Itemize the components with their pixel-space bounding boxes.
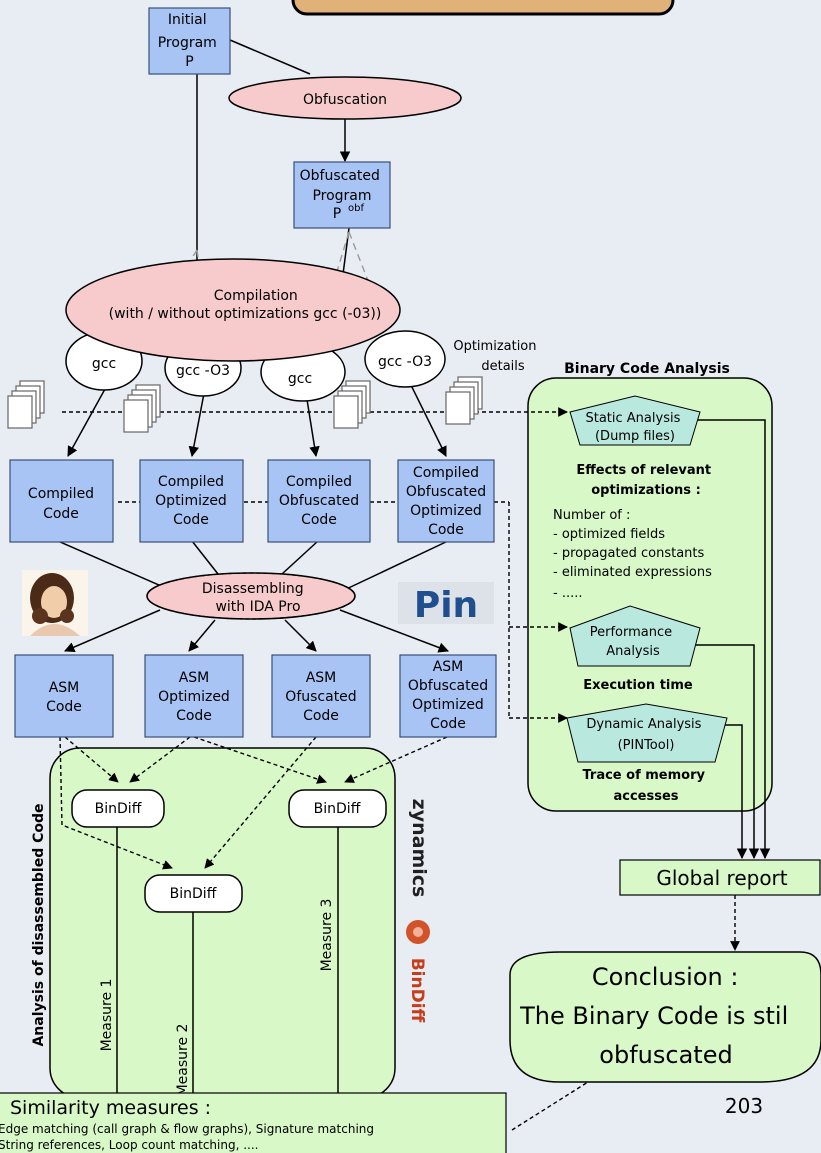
left-panel-title: Analysis of disassembled Code [31, 803, 47, 1046]
compiler-labels: gcc gcc -O3 gcc gcc -O3 [92, 354, 432, 387]
similarity-measures-box [0, 1092, 507, 1153]
measure-label: Measure 3 [319, 899, 335, 972]
disassembling-dashed-outline [146, 572, 356, 620]
dump-file-icon [7, 380, 45, 429]
pin-logo: Pin [398, 582, 494, 626]
global-report-box [619, 859, 821, 896]
dynamic-analysis-label: Dynamic Analysis (PINTool) [586, 717, 705, 753]
obfuscation-label: Obfuscation [303, 92, 387, 108]
zynamics-bindiff-logo: zynamics BinDiff [406, 799, 430, 1023]
performance-analysis-pentagon [569, 605, 701, 667]
static-analysis-pentagon [569, 395, 701, 446]
trace-label: Trace of memory accesses [582, 768, 709, 804]
disassembling-label: Disassembling with IDA Pro [202, 581, 308, 615]
bindiff-nodes [71, 789, 387, 913]
performance-analysis-label: Performance Analysis [590, 625, 677, 659]
similarity-title: Similarity measures : [10, 1097, 211, 1119]
compiler-label: gcc -O3 [176, 363, 230, 379]
static-analysis-label: Static Analysis (Dump files) [585, 411, 684, 444]
compiled-boxes [9, 459, 495, 543]
dynamic-analysis-pentagon [566, 703, 728, 763]
initial-program-label: Initial Program P [158, 12, 222, 70]
right-panel-title: Binary Code Analysis [564, 361, 730, 377]
obfuscated-program-label: Obfuscated Program [300, 168, 385, 204]
dump-file-icon [333, 380, 371, 429]
measure-label: Measure 2 [175, 1024, 191, 1097]
svg-text:zynamics: zynamics [408, 799, 430, 898]
effects-title: Effects of relevant optimizations : [576, 463, 715, 498]
dump-file-icon [123, 384, 161, 433]
portrait-image [22, 570, 88, 636]
svg-text:BinDiff: BinDiff [407, 958, 427, 1023]
compilation-ellipse [65, 258, 401, 362]
compiler-label: gcc -O3 [378, 354, 432, 370]
measure-labels: Measure 1 Measure 2 Measure 3 [99, 899, 335, 1097]
compilation-label: Compilation (with / without optimization… [109, 288, 382, 322]
svg-text:Pin: Pin [414, 585, 478, 626]
measure-label: Measure 1 [99, 979, 115, 1052]
bindiff-label: BinDiff [95, 801, 142, 817]
asm-boxes [14, 654, 497, 738]
bindiff-labels: BinDiff BinDiff BinDiff [95, 801, 361, 902]
dump-file-icon [445, 376, 483, 425]
effects-list: Number of : - optimized fields - propaga… [553, 508, 716, 601]
page-number: 203 [725, 1094, 763, 1118]
compiler-label: gcc [288, 371, 312, 387]
global-report-label: Global report [656, 866, 787, 890]
obfuscated-program-symbol: P [333, 206, 341, 222]
execution-time-label: Execution time [583, 678, 693, 693]
compiler-label: gcc [92, 356, 116, 372]
obfuscation-ellipse [228, 76, 462, 120]
bindiff-label: BinDiff [314, 801, 361, 817]
optimization-details-label: Optimization details [453, 339, 540, 374]
similarity-lines: Edge matching (call graph & flow graphs)… [0, 1122, 378, 1152]
conclusion-label: Conclusion : The Binary Code is stil obf… [519, 963, 796, 1069]
obfuscated-program-box [293, 161, 391, 229]
bindiff-label: BinDiff [170, 886, 217, 902]
top-banner [291, 0, 675, 16]
obfuscated-program-superscript: obf [348, 203, 364, 214]
right-panel [527, 377, 773, 812]
initial-program-box [148, 7, 231, 75]
